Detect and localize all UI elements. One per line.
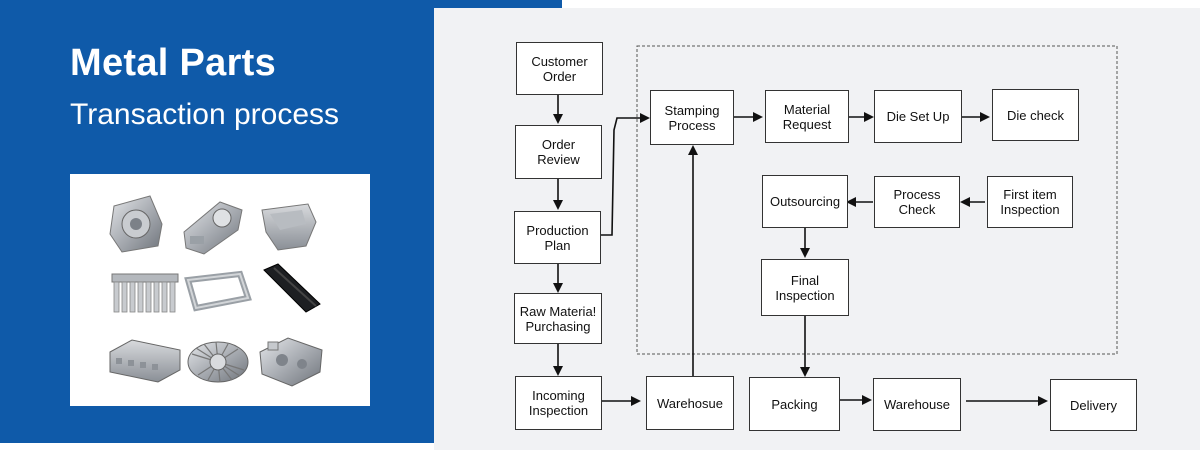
node-warehouse-out: Warehouse <box>873 378 961 431</box>
top-accent-strip <box>434 0 562 8</box>
heat-sink-profile-image <box>111 273 179 313</box>
node-first-item-inspection: First item Inspection <box>987 176 1073 228</box>
node-material-request-label: Material Request <box>782 101 832 132</box>
banner-subtitle: Transaction process <box>70 98 340 131</box>
node-final-inspection-label: Final Inspection <box>775 272 835 303</box>
frame-image <box>184 270 252 312</box>
banner-title: Metal Parts <box>70 42 277 84</box>
node-warehouse-in: Warehosue <box>646 376 734 430</box>
node-final-inspection: Final Inspection <box>761 259 849 316</box>
node-die-check-label: Die check <box>1006 107 1065 123</box>
node-packing-label: Packing <box>771 396 818 412</box>
node-delivery-label: Delivery <box>1070 397 1117 413</box>
pump-housing-image <box>183 201 243 255</box>
node-stamping-process-label: Stamping Process <box>664 102 720 133</box>
banner-panel: Metal Parts Transaction process <box>0 0 434 443</box>
node-packing: Packing <box>749 377 840 431</box>
node-production-plan-label: Production Plan <box>526 222 589 253</box>
node-order-review-label: Order Review <box>537 137 580 167</box>
bracket-image <box>261 203 317 251</box>
node-order-review: Order Review <box>515 125 602 179</box>
node-raw-material-label: Raw Materia! Purchasing <box>519 303 597 334</box>
product-gallery-illustration <box>109 195 323 387</box>
node-warehouse-in-label: Warehosue <box>657 395 723 411</box>
node-warehouse-out-label: Warehouse <box>884 397 950 412</box>
node-material-request: Material Request <box>765 90 849 143</box>
node-customer-order: Customer Order <box>516 42 603 95</box>
motor-housing-image <box>109 195 163 253</box>
radial-heat-sink-image <box>187 341 249 383</box>
node-incoming-inspection: Incoming Inspection <box>515 376 602 430</box>
valve-body-image <box>259 337 323 387</box>
node-production-plan: Production Plan <box>514 211 601 264</box>
node-stamping-process: Stamping Process <box>650 90 734 145</box>
enclosure-image <box>109 339 181 383</box>
node-customer-order-label: Customer Order <box>531 53 588 84</box>
node-process-check: Process Check <box>874 176 960 228</box>
node-outsourcing: Outsourcing <box>762 175 848 228</box>
node-die-set-up: Die Set Up <box>874 90 962 143</box>
product-gallery <box>70 174 370 406</box>
flowchart-area: Customer Order Order Review Production P… <box>434 8 1200 450</box>
node-die-check: Die check <box>992 89 1079 141</box>
node-die-set-up-label: Die Set Up <box>886 109 950 124</box>
flowchart-connectors <box>553 45 1118 406</box>
arrow-plan-to-stamping <box>601 113 650 236</box>
node-incoming-inspection-label: Incoming Inspection <box>528 388 589 418</box>
node-delivery: Delivery <box>1050 379 1137 431</box>
production-group-border <box>636 45 1118 355</box>
node-process-check-label: Process Check <box>893 187 941 217</box>
node-raw-material: Raw Materia! Purchasing <box>514 293 602 344</box>
rail-profile-image <box>263 263 321 313</box>
node-outsourcing-label: Outsourcing <box>769 194 841 209</box>
node-first-item-inspection-label: First item Inspection <box>1000 187 1060 217</box>
